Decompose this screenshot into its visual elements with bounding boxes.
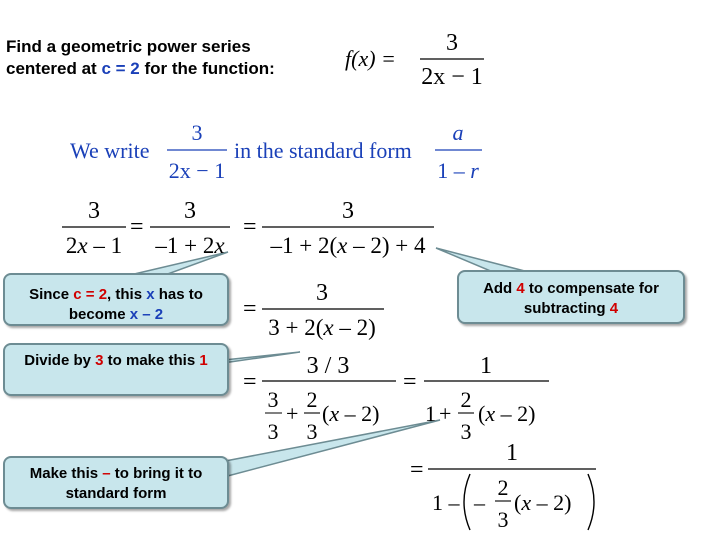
function-lhs: f(x) = (345, 46, 396, 71)
eq1-num-b: 3 (184, 198, 196, 224)
eq3-den-3a: 3 (268, 387, 279, 412)
eq5-den-tail: (x – 2) (514, 490, 571, 515)
eq5-den-3: 3 (498, 507, 509, 532)
eq5-num: 1 (506, 440, 518, 466)
eq4-plus: + (439, 401, 451, 426)
eq2-equals: = (243, 296, 257, 322)
eq1-den-b: –1 + 2x (154, 233, 225, 258)
eq3-plus: + (286, 401, 298, 426)
eq3-equals-b: = (403, 369, 417, 395)
eq4-den-tail: (x – 2) (478, 401, 535, 426)
callout-make-pointer (219, 419, 441, 479)
function-den: 2x − 1 (421, 64, 483, 90)
function-num: 3 (446, 30, 458, 56)
standard-form-a: a (453, 120, 464, 145)
eq4-num: 1 (480, 353, 492, 379)
eq2-num: 3 (316, 280, 328, 306)
standard-form-text: in the standard form (234, 138, 412, 163)
eq3-equals-a: = (243, 369, 257, 395)
eq4-den-3: 3 (461, 419, 472, 444)
callout-make-minus: Make this – to bring it to standard form (3, 456, 229, 509)
eq5-left-paren (463, 473, 471, 531)
we-write-text: We write (70, 138, 149, 163)
eq3-num: 3 / 3 (307, 353, 350, 379)
standard-form-den: 1 – r (437, 158, 479, 183)
callout-add-4: Add 4 to compensate for subtracting 4 (457, 270, 685, 324)
eq3-den-3b: 3 (268, 419, 279, 444)
eq4-den-2: 2 (461, 387, 472, 412)
eq5-den-1: 1 – (432, 490, 461, 515)
problem-line-1: Find a geometric power series (6, 37, 251, 56)
eq4-den-1: 1 (425, 401, 436, 426)
callout-since-c-equals-2: Since c = 2, this x has to become x – 2 (3, 273, 229, 326)
eq1-num-a: 3 (88, 198, 100, 224)
we-write-den: 2x − 1 (169, 158, 225, 183)
eq1-den-c: –1 + 2(x – 2) + 4 (270, 233, 426, 258)
we-write-num: 3 (192, 120, 203, 145)
eq1-equals-a: = (130, 214, 144, 240)
eq5-equals: = (410, 457, 424, 483)
problem-line-2: centered at c = 2 for the function: (6, 59, 275, 78)
eq3-den-tail: (x – 2) (322, 401, 379, 426)
eq1-den-a: 2x – 1 (66, 233, 122, 258)
eq5-right-paren (587, 473, 595, 531)
eq1-equals-b: = (243, 214, 257, 240)
eq3-den-3c: 3 (307, 419, 318, 444)
eq1-num-c: 3 (342, 198, 354, 224)
eq3-den-2: 2 (307, 387, 318, 412)
eq5-den-2: 2 (498, 475, 509, 500)
eq2-den: 3 + 2(x – 2) (268, 315, 376, 340)
problem-statement: Find a geometric power series centered a… (6, 36, 336, 80)
callout-divide-by-3: Divide by 3 to make this 1 (3, 343, 229, 396)
eq5-minus: – (473, 490, 486, 515)
